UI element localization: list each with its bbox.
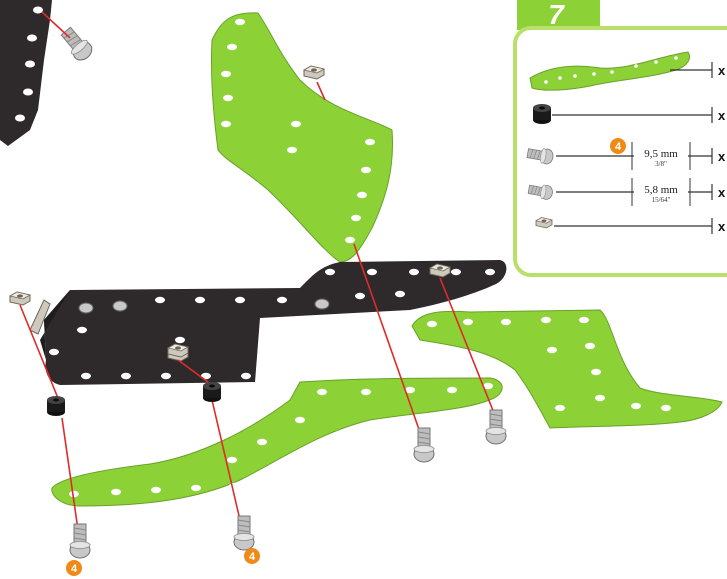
- screw-icon: [234, 516, 254, 550]
- nut-icon: [168, 344, 188, 357]
- quantity-label: x: [718, 185, 726, 200]
- measure-sub-label: 3/8": [655, 160, 667, 168]
- callout-badge: 4: [66, 560, 82, 576]
- svg-text:4: 4: [615, 141, 622, 153]
- spacer-icon: [203, 382, 221, 402]
- nut-icon: [304, 66, 324, 79]
- measure-label: 9,5 mm: [644, 148, 678, 160]
- parts-legend: x x 4 9,5 mm 3/8" x: [515, 28, 727, 275]
- measure-label: 5,8 mm: [644, 184, 678, 196]
- green-plate-right: [412, 310, 722, 428]
- quantity-label: x: [718, 63, 726, 78]
- black-plate-partial: [0, 0, 52, 146]
- nut-icon: [536, 218, 552, 228]
- nut-icon: [430, 264, 450, 277]
- step-number: 7: [548, 0, 565, 30]
- green-plate-upper: [211, 13, 392, 262]
- screw-icon: [58, 25, 95, 64]
- quantity-label: x: [718, 108, 726, 123]
- nut-icon: [10, 292, 30, 305]
- callout-badge: 4: [244, 548, 260, 564]
- spacer-icon: [533, 104, 551, 124]
- spacer-icon: [47, 396, 65, 416]
- measure-sub-label: 15/64": [652, 196, 671, 204]
- quantity-label: x: [718, 149, 726, 164]
- step-tab: 7: [517, 0, 600, 30]
- screw-icon: [486, 410, 506, 444]
- screw-icon: [70, 524, 90, 558]
- screw-icon: [414, 428, 434, 462]
- quantity-label: x: [718, 219, 726, 234]
- green-plate-lower: [52, 378, 502, 506]
- svg-text:4: 4: [71, 563, 78, 575]
- svg-text:4: 4: [249, 551, 256, 563]
